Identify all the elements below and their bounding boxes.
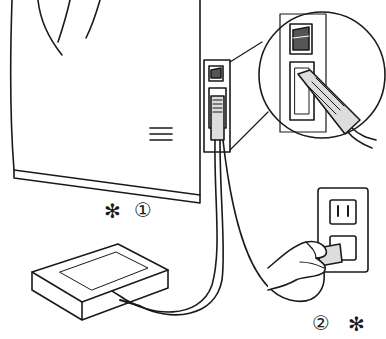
foot-controller (32, 270, 168, 320)
machine-plug (298, 70, 360, 134)
foot-controller (32, 244, 168, 302)
outlet-slots (338, 206, 348, 216)
hand-plug (268, 241, 342, 290)
machine-outline (11, 0, 200, 195)
socket-panel (204, 60, 230, 152)
foot-controller (120, 300, 140, 306)
power-switch (290, 24, 312, 54)
cord (348, 128, 376, 148)
cord (140, 140, 223, 315)
power-switch (293, 36, 309, 38)
machine-outline (38, 0, 100, 55)
callout-number: ② (312, 312, 330, 334)
power-switch (211, 68, 221, 78)
machine-plug (213, 100, 222, 112)
magnified-view (259, 12, 385, 148)
foot-controller (32, 244, 168, 320)
foot-controller (60, 252, 148, 290)
asterisk-mark: ✻ (348, 313, 365, 335)
power-switch (293, 27, 309, 50)
vent-slots (150, 128, 172, 140)
sewing-machine (11, 0, 230, 203)
wall-outlet (318, 188, 368, 272)
asterisk-mark: ✻ (104, 200, 121, 222)
outlet-plate (318, 188, 368, 272)
machine-plug (308, 78, 344, 114)
machine-base-edge (14, 170, 200, 203)
magnifier-circle (259, 12, 385, 138)
hand (300, 242, 324, 268)
callout-number: ① (134, 199, 152, 221)
outlet-socket (330, 200, 356, 224)
power-switch (209, 66, 223, 81)
hand (268, 241, 326, 290)
machine-plug (211, 96, 224, 140)
